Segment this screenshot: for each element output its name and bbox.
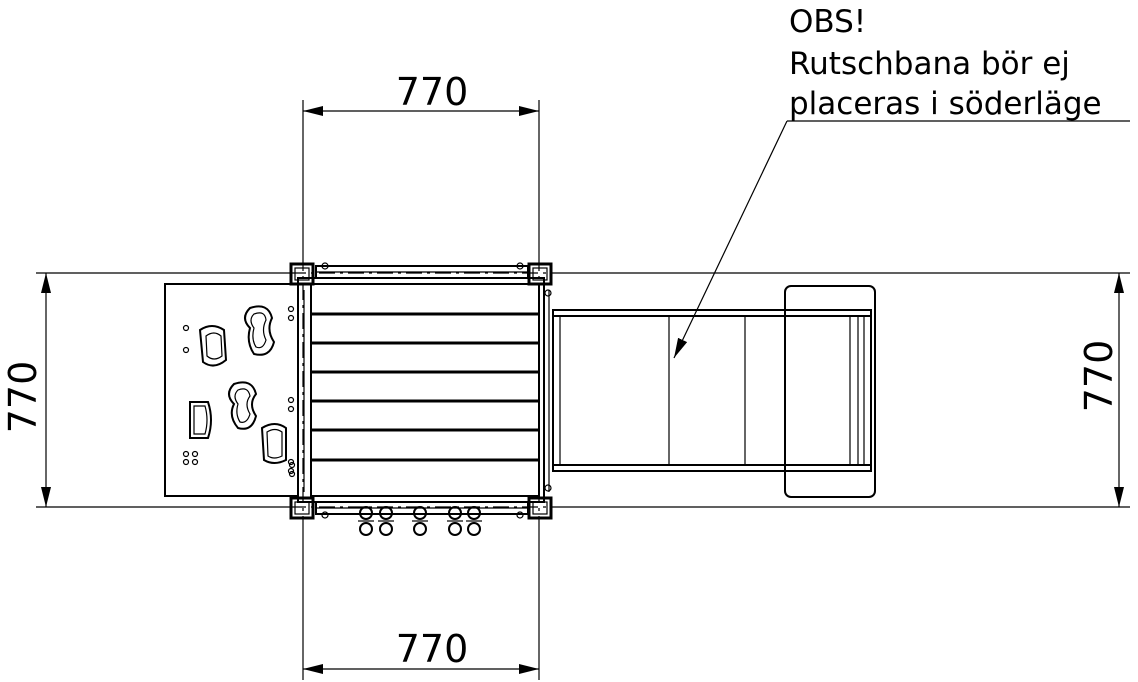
- step-knob: [447, 506, 463, 536]
- dimension-left: 770: [1, 273, 51, 507]
- climbing-hold: [260, 423, 287, 464]
- extension-lines: [36, 100, 1130, 680]
- corner-post: [527, 496, 553, 520]
- slide: [552, 285, 876, 498]
- dimension-bottom-label: 770: [396, 627, 469, 671]
- dimension-right: 770: [1077, 273, 1124, 507]
- note-line-3: placeras i söderläge: [789, 86, 1102, 122]
- climbing-hold: [228, 381, 258, 430]
- warning-note: OBS! Rutschbana bör ej placeras i söderl…: [673, 4, 1130, 359]
- dimension-left-label: 770: [1, 361, 45, 434]
- corner-post: [289, 262, 315, 286]
- dimension-top-label: 770: [396, 70, 469, 114]
- note-line-2: Rutschbana bör ej: [789, 46, 1070, 82]
- climbing-hold: [189, 401, 212, 439]
- dimension-right-label: 770: [1077, 340, 1121, 413]
- step-knob: [358, 506, 374, 536]
- step-knob: [412, 506, 428, 536]
- climbing-hold: [244, 305, 276, 356]
- note-leader: [673, 120, 788, 359]
- step-knob: [378, 506, 394, 536]
- wall-bolts: [182, 305, 295, 475]
- dimension-top: 770: [303, 70, 539, 116]
- corner-post: [527, 262, 553, 286]
- step-knob: [466, 506, 482, 536]
- deck-boards: [311, 312, 539, 462]
- platform: [288, 262, 553, 520]
- climbing-wall: [164, 283, 299, 497]
- dimension-bottom: 770: [303, 627, 539, 674]
- climbing-hold: [198, 325, 228, 367]
- corner-post: [289, 496, 315, 520]
- note-line-1: OBS!: [789, 4, 866, 40]
- ladder-steps: [354, 506, 488, 536]
